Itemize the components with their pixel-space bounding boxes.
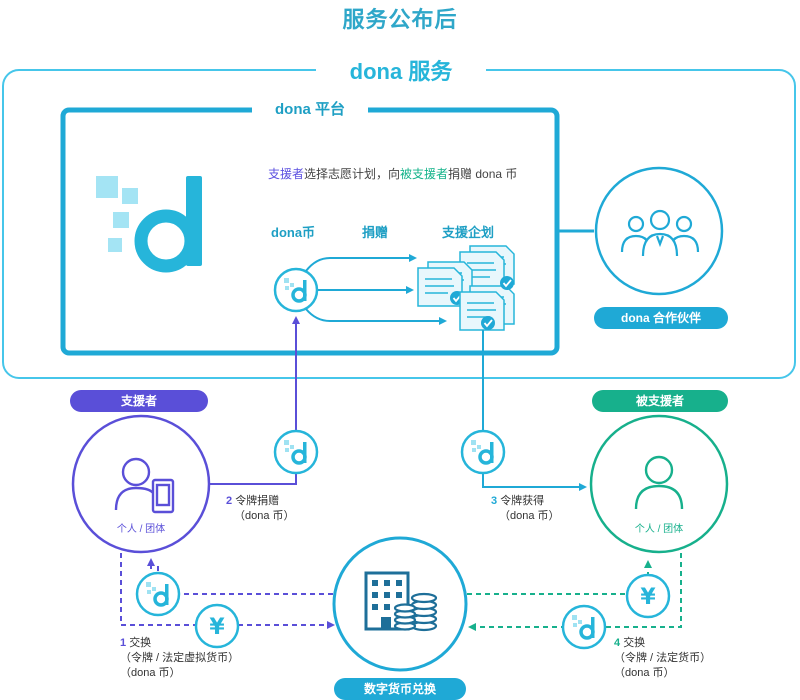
step-2-label: 2 令牌捐赠 （dona 币） <box>226 494 295 524</box>
step-4-label: 4 交换 （令牌 / 法定货币） （dona 币） <box>614 636 711 681</box>
step-1-line1: 交换 <box>129 637 152 649</box>
receive-flow-line <box>482 330 587 491</box>
step-4-line2: （令牌 / 法定货币） <box>614 652 712 664</box>
description-text2: 捐赠 dona 币 <box>448 167 518 181</box>
exchange-flow-supporter-return <box>157 565 333 595</box>
step-4-line1: 交换 <box>623 637 646 649</box>
step-1-label: 1 交换 （令牌 / 法定虚拟货币） （dona 币） <box>120 636 239 681</box>
received-coin-icon <box>460 429 506 475</box>
dona-logo <box>96 176 202 273</box>
beneficiary-label: 被支援者 <box>592 390 728 412</box>
support-plan-documents-icon <box>417 245 515 331</box>
donate-arrow-bottom <box>305 308 447 325</box>
exchange-flow-supporter-loop <box>120 553 335 629</box>
step-3-line2: （dona 币） <box>499 510 560 522</box>
column-coin-label: dona币 <box>271 225 316 240</box>
dona-coin-icon <box>273 267 319 313</box>
page-title: 服务公布后 <box>342 7 458 32</box>
step-3-number: 3 <box>491 495 498 507</box>
supporter-coin-icon <box>135 571 181 617</box>
supporter-sub-label: 个人 / 团体 <box>116 524 166 535</box>
step-4-line3: （dona 币） <box>614 667 675 679</box>
beneficiary-sub-label: 个人 / 团体 <box>634 524 684 535</box>
exchange-flow-beneficiary-out <box>467 560 652 595</box>
step-1-line3: （dona 币） <box>120 667 181 679</box>
step-3-label: 3 令牌获得 （dona 币） <box>491 494 560 524</box>
supporter-yen-icon: ¥ <box>194 603 240 649</box>
step-4-number: 4 <box>614 637 621 649</box>
svg-text:¥: ¥ <box>209 615 225 640</box>
step-2-line2: （dona 币） <box>234 510 295 522</box>
beneficiary-icon <box>589 414 729 554</box>
column-donate-label: 捐赠 <box>362 225 389 240</box>
service-title: dona 服务 <box>316 54 486 86</box>
description-text1: 选择志愿计划，向 <box>304 167 401 181</box>
description-supporter: 支援者 <box>268 167 305 181</box>
step-3-line1: 令牌获得 <box>500 495 545 507</box>
exchange-label: 数字货币兑换 <box>334 678 466 700</box>
step-2-line1: 令牌捐赠 <box>235 495 280 507</box>
svg-text:¥: ¥ <box>640 585 656 610</box>
beneficiary-yen-icon: ¥ <box>625 573 671 619</box>
description-beneficiary: 被支援者 <box>400 167 449 181</box>
step-1-number: 1 <box>120 637 127 649</box>
dona-partner-icon <box>594 166 724 296</box>
platform-description: 支援者选择志愿计划，向被支援者捐赠 dona 币 <box>268 165 517 182</box>
platform-title: dona 平台 <box>252 98 368 119</box>
donate-arrow-top <box>305 254 417 272</box>
step-1-line2: （令牌 / 法定虚拟货币） <box>120 652 240 664</box>
beneficiary-coin-icon <box>561 604 607 650</box>
step-2-number: 2 <box>226 495 233 507</box>
donation-flow-line <box>209 316 300 485</box>
column-plan-label: 支援企划 <box>442 225 495 240</box>
exchange-icon <box>332 536 468 672</box>
exchange-flow-beneficiary-return <box>468 553 682 631</box>
supporter-label: 支援者 <box>70 390 208 412</box>
partner-label: dona 合作伙伴 <box>594 307 728 329</box>
donation-coin-icon <box>273 429 319 475</box>
supporter-icon <box>71 414 211 554</box>
